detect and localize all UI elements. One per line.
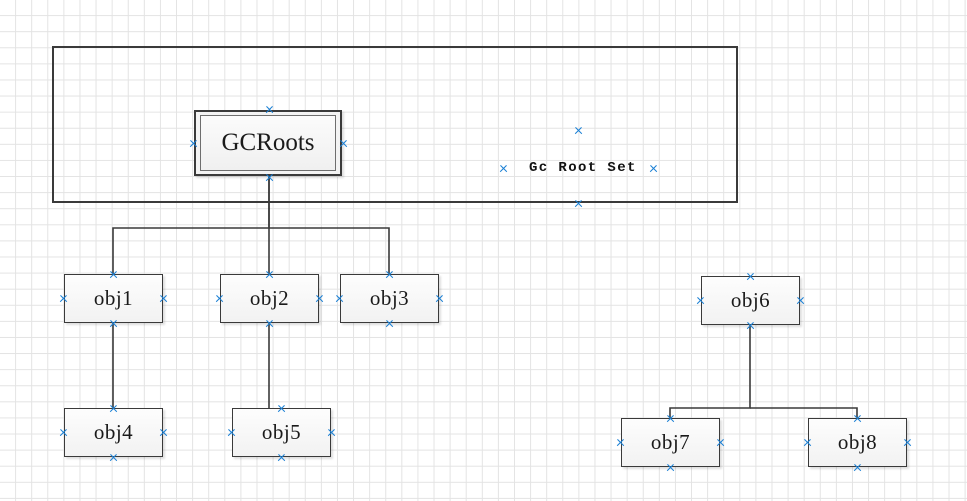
node-label-obj3: obj3 — [369, 286, 410, 310]
gc-root-set-label: Gc Root Set — [529, 160, 637, 176]
node-obj7[interactable]: obj7 — [621, 418, 720, 467]
node-label-obj2: obj2 — [249, 286, 290, 310]
node-obj2[interactable]: obj2 — [220, 274, 319, 323]
node-inner-gcroots: GCRoots — [200, 115, 336, 171]
node-obj1[interactable]: obj1 — [64, 274, 163, 323]
node-gcroots[interactable]: GCRoots — [194, 110, 342, 176]
node-label-obj8: obj8 — [837, 430, 878, 454]
node-label-obj6: obj6 — [730, 288, 771, 312]
node-label-obj1: obj1 — [93, 286, 134, 310]
node-label-gcroots: GCRoots — [221, 129, 315, 156]
node-obj8[interactable]: obj8 — [808, 418, 907, 467]
node-obj3[interactable]: obj3 — [340, 274, 439, 323]
node-label-obj5: obj5 — [261, 420, 302, 444]
node-label-obj4: obj4 — [93, 420, 134, 444]
node-obj5[interactable]: obj5 — [232, 408, 331, 457]
edge-obj6-to-obj8 — [750, 407, 858, 418]
gc-root-set-container[interactable] — [52, 46, 738, 203]
node-obj4[interactable]: obj4 — [64, 408, 163, 457]
node-label-obj7: obj7 — [650, 430, 691, 454]
node-obj6[interactable]: obj6 — [701, 276, 800, 325]
edge-obj6-to-obj7 — [669, 325, 751, 418]
edge-gcroots-to-obj3 — [269, 227, 390, 274]
